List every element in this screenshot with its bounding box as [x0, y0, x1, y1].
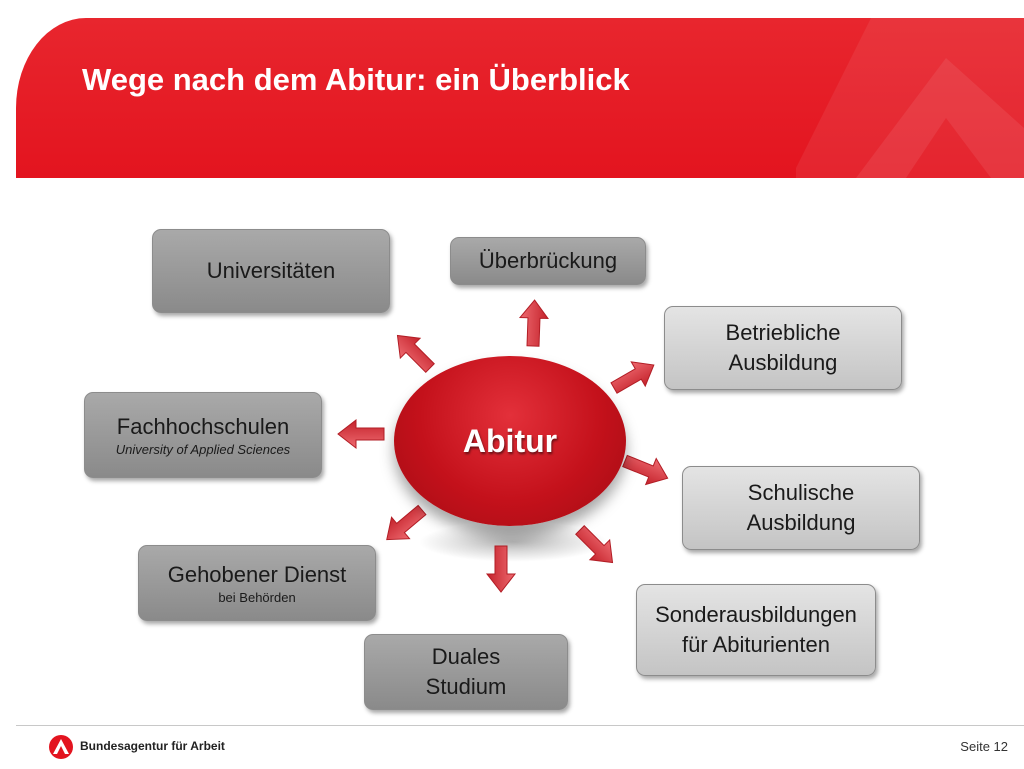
slide-header: Wege nach dem Abitur: ein Überblick [16, 18, 1024, 178]
node-ueberbrueckung: Überbrückung [450, 237, 646, 285]
center-shadow [418, 522, 608, 562]
arrow-to-schulische-ausbildung [622, 454, 669, 486]
node-label: Duales Studium [425, 644, 507, 699]
node-label: Fachhochschulen [116, 414, 290, 439]
center-node: Abitur [394, 356, 626, 526]
node-sonderausbildungen: Sonderausbildungen für Abiturienten [636, 584, 876, 676]
center-label: Abitur [462, 422, 558, 459]
page-title: Wege nach dem Abitur: ein Überblick [82, 62, 630, 97]
node-sublabel: bei Behörden [218, 590, 296, 605]
arrow-to-ueberbrueckung [518, 299, 549, 347]
node-gehobener-dienst: Gehobener Dienst bei Behörden [138, 545, 376, 621]
arrow-to-betriebliche-ausbildung [610, 361, 655, 394]
node-duales-studium: Duales Studium [364, 634, 568, 710]
node-label: Betriebliche Ausbildung [725, 320, 841, 375]
footer-organization: Bundesagentur für Arbeit [80, 739, 225, 753]
ba-logo-watermark-icon [796, 18, 1024, 178]
node-fachhochschulen: Fachhochschulen University of Applied Sc… [84, 392, 322, 478]
node-label: Universitäten [206, 258, 336, 283]
node-label: Schulische Ausbildung [746, 480, 856, 535]
arrow-to-fachhochschulen [337, 418, 385, 450]
arrow-to-sonderausbildungen [575, 525, 614, 564]
node-label: Sonderausbildungen für Abiturienten [655, 602, 857, 657]
node-betriebliche-ausbildung: Betriebliche Ausbildung [664, 306, 902, 390]
node-label: Überbrückung [478, 248, 618, 273]
ba-logo-icon [49, 735, 73, 759]
arrow-to-universitaeten [396, 334, 435, 373]
arrow-to-duales-studium [485, 545, 517, 593]
node-sublabel: University of Applied Sciences [115, 442, 291, 457]
node-label: Gehobener Dienst [167, 562, 347, 587]
node-schulische-ausbildung: Schulische Ausbildung [682, 466, 920, 550]
node-universitaeten: Universitäten [152, 229, 390, 313]
page-number: Seite 12 [960, 739, 1008, 754]
arrow-to-gehobener-dienst [386, 504, 427, 541]
footer-divider [16, 725, 1024, 726]
